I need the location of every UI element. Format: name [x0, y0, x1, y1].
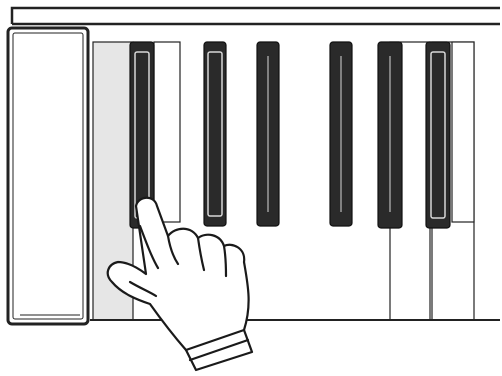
black-key [330, 42, 352, 226]
white-key-stub [452, 42, 474, 222]
black-key [257, 42, 279, 226]
keyboard-end-cheek [8, 28, 88, 324]
black-key [426, 42, 450, 228]
keyboard-top-rail [12, 8, 500, 24]
white-key [154, 42, 180, 222]
black-key [204, 42, 226, 226]
black-key [378, 42, 402, 228]
